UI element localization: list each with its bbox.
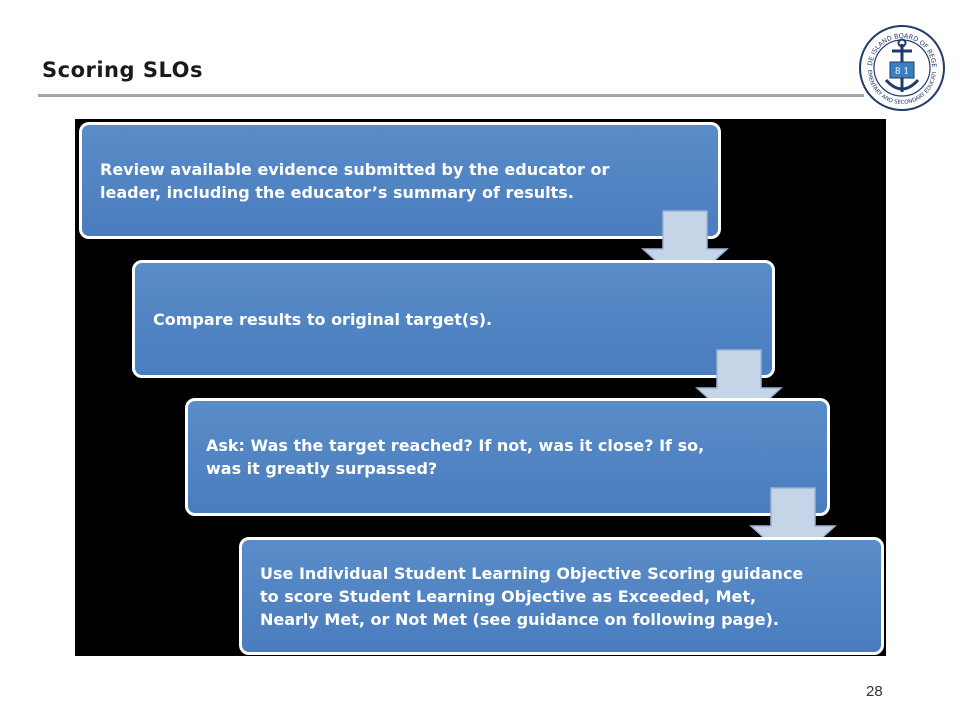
logo-shield-text: 8 1: [895, 67, 909, 77]
step-2-text: Compare results to original target(s).: [153, 309, 493, 329]
step-4-text: Use Individual Student Learning Objectiv…: [260, 563, 804, 629]
step-1-text: Review available evidence submitted by t…: [100, 159, 610, 202]
step-ask-target-reached: Ask: Was the target reached? If not, was…: [185, 398, 830, 516]
title-divider: [38, 94, 864, 97]
page-number: 28: [866, 683, 883, 700]
anchor-seal-icon: RHODE ISLAND BOARD OF REGENTS ELEMENTARY…: [858, 24, 945, 111]
slide-title: Scoring SLOs: [42, 58, 203, 82]
step-score-slo: Use Individual Student Learning Objectiv…: [239, 537, 884, 655]
step-3-text: Ask: Was the target reached? If not, was…: [206, 436, 705, 478]
process-diagram-panel: Review available evidence submitted by t…: [75, 119, 886, 656]
step-compare-results: Compare results to original target(s).: [132, 260, 775, 378]
step-review-evidence: Review available evidence submitted by t…: [79, 122, 721, 239]
